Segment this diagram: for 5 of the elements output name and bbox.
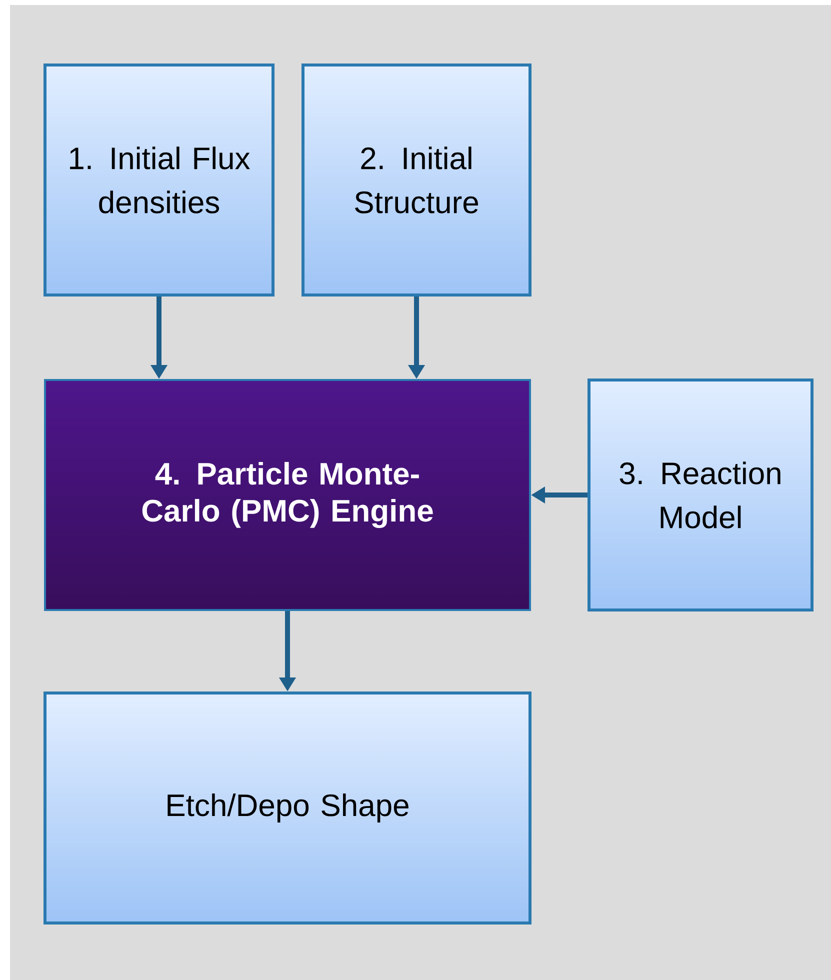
engine-box: 4. Particle Monte-Carlo (PMC) Engine — [44, 379, 531, 611]
process-box: 2. Initial Structure — [302, 63, 532, 296]
process-box: 3. Reaction Model — [588, 378, 814, 612]
process-box: 1. Initial Flux densities — [44, 63, 274, 296]
process-box: Etch/Depo Shape — [44, 692, 532, 924]
